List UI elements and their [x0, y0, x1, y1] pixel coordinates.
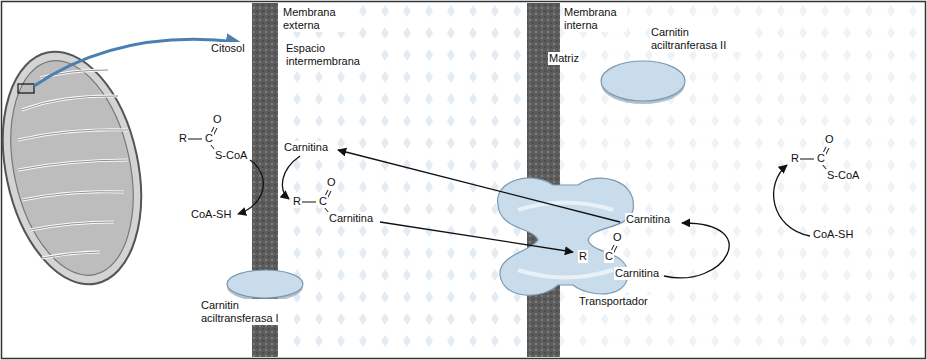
- transporter-shape: [488, 165, 653, 315]
- enzyme-label: Carnitin aciltransferasa I: [200, 299, 294, 325]
- reaction-arrow: [774, 165, 810, 236]
- molecule-text: O: [326, 176, 337, 189]
- molecule-text: R: [790, 152, 800, 165]
- bond: [302, 202, 316, 203]
- molecule-text: O: [612, 231, 623, 244]
- molecule-text: R: [178, 132, 188, 145]
- molecule-text: S-CoA: [826, 169, 860, 182]
- molecule-text: C: [816, 152, 826, 165]
- reaction-arrow: [282, 156, 300, 199]
- molecule-text: R: [292, 195, 302, 208]
- molecule-text: S-CoA: [214, 149, 248, 162]
- molecule-text: CoA-SH: [190, 208, 232, 221]
- reaction-arrow: [238, 160, 263, 214]
- molecule-text: CoA-SH: [812, 228, 854, 241]
- molecule-text: C: [318, 195, 328, 208]
- reaction-arrow: [380, 222, 573, 252]
- molecule-text: O: [212, 113, 223, 126]
- enzyme: Carnitin aciltranferasa II: [598, 26, 748, 136]
- reaction-arrow: [664, 223, 729, 278]
- region-label: Citosol: [210, 42, 246, 55]
- reaction-arrow: [338, 150, 620, 222]
- enzyme-label: Transportador: [578, 295, 654, 308]
- molecule-text: Carnitina: [283, 141, 329, 154]
- transporter: Transportador: [488, 165, 653, 315]
- region-label: Espacio intermembrana: [285, 42, 367, 68]
- molecule-text: Carnitina: [614, 267, 660, 280]
- bond: [800, 159, 814, 160]
- bond: [188, 139, 202, 140]
- membrane-label: Membrana externa: [282, 6, 346, 32]
- mitochondrion: [0, 39, 238, 297]
- enzyme: Carnitin aciltransferasa I: [195, 268, 315, 338]
- enzyme-label: Carnitin aciltranferasa II: [650, 26, 744, 52]
- molecule-text: Carnitina: [625, 213, 671, 226]
- molecule-text: C: [604, 250, 614, 263]
- region-label: Matriz: [548, 52, 580, 65]
- molecule-text: C: [204, 132, 214, 145]
- molecule-text: Carnitina: [328, 212, 374, 225]
- membrane-label: Membrana interna: [563, 6, 627, 32]
- molecule-text: O: [824, 133, 835, 146]
- intermembrane-texture: [278, 3, 527, 357]
- molecule-text: R: [578, 250, 588, 263]
